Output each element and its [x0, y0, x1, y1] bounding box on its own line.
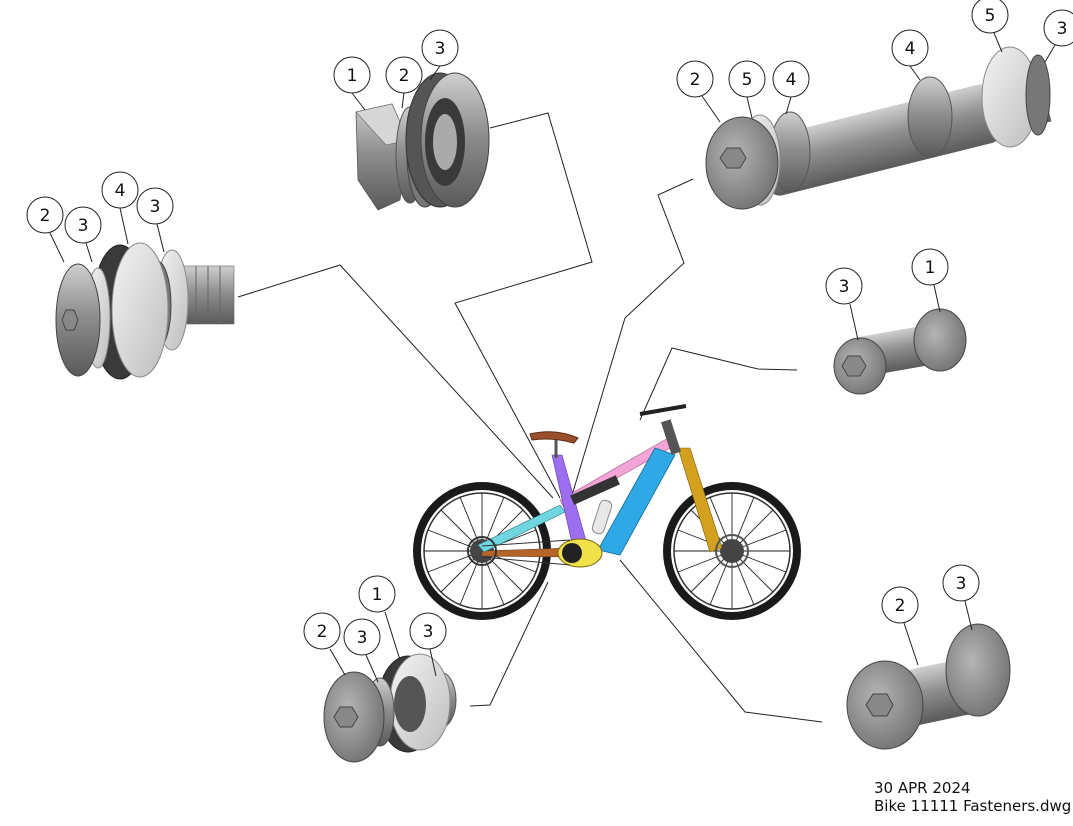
down-tube	[597, 447, 676, 556]
balloon: 3	[825, 267, 863, 305]
svg-text:3: 3	[150, 197, 161, 217]
mid-right-short-bolt	[833, 308, 967, 395]
svg-text:5: 5	[742, 70, 753, 90]
svg-text:4: 4	[786, 70, 797, 90]
nut-flange	[945, 623, 1011, 717]
svg-text:1: 1	[925, 258, 936, 278]
drawing-date: 30 APR 2024	[874, 779, 971, 797]
chain	[481, 539, 571, 566]
balloon: 3	[64, 206, 102, 244]
balloon: 3	[1043, 9, 1073, 47]
svg-text:3: 3	[956, 574, 967, 594]
svg-text:2: 2	[895, 596, 906, 616]
balloon: 3	[421, 29, 459, 67]
balloon: 4	[772, 60, 810, 98]
svg-text:3: 3	[435, 39, 446, 59]
bottom-left-bearing-stack	[323, 653, 457, 763]
leader-top-center	[454, 112, 593, 499]
balloon: 2	[881, 586, 919, 624]
balloon: 3	[942, 564, 980, 602]
svg-text:3: 3	[423, 622, 434, 642]
svg-text:2: 2	[399, 66, 410, 86]
cassette	[467, 536, 497, 566]
svg-text:2: 2	[690, 70, 701, 90]
flange-head	[323, 671, 385, 763]
spacer-right-4	[907, 76, 953, 158]
svg-text:5: 5	[985, 6, 996, 26]
saddle	[529, 431, 579, 444]
drawing-filename: Bike 11111 Fasteners.dwg	[874, 797, 1072, 815]
balloon: 4	[101, 171, 139, 209]
bottom-right-bolt	[846, 623, 1011, 750]
water-bottle	[591, 499, 613, 535]
svg-text:3: 3	[78, 216, 89, 236]
bearing	[405, 72, 490, 208]
svg-text:3: 3	[1057, 19, 1068, 39]
balloon: 1	[358, 575, 396, 613]
flange-head	[55, 263, 101, 377]
nut-flange	[913, 308, 967, 372]
hex-nut	[355, 103, 409, 211]
handlebar	[639, 404, 687, 416]
leader-top-right	[569, 178, 694, 503]
leader-left	[237, 264, 554, 499]
balloon: 5	[728, 60, 766, 98]
svg-text:4: 4	[905, 39, 916, 59]
svg-text:2: 2	[40, 206, 51, 226]
balloon: 1	[333, 56, 371, 94]
e-bike	[413, 404, 801, 620]
rear-shock	[570, 475, 620, 505]
svg-text:3: 3	[357, 628, 368, 648]
balloon: 3	[343, 618, 381, 656]
left-bearing-stack	[55, 242, 235, 380]
svg-text:4: 4	[115, 181, 126, 201]
svg-text:2: 2	[317, 622, 328, 642]
leader-mid-right	[639, 347, 798, 421]
seat-tube	[551, 454, 589, 553]
front-wheel	[663, 482, 801, 620]
top-center-bearing-stack	[355, 72, 490, 211]
balloons: 1 2 3 2 5 4 4 5 3 2 3 4 3 3 1 1	[26, 0, 1073, 683]
leader-lines	[237, 112, 823, 723]
svg-text:3: 3	[839, 277, 850, 297]
svg-text:1: 1	[372, 585, 383, 605]
head-tube	[660, 419, 682, 455]
balloon: 2	[26, 196, 64, 234]
balloon: 2	[303, 612, 341, 650]
leader-bottom-left	[469, 581, 549, 707]
balloon: 5	[971, 0, 1009, 34]
top-right-long-axle	[705, 46, 1052, 210]
balloon: 4	[891, 29, 929, 67]
balloon: 2	[676, 60, 714, 98]
balloon: 1	[911, 248, 949, 286]
leader-bottom-right	[619, 559, 823, 723]
svg-text:1: 1	[347, 66, 358, 86]
title-block: 30 APR 2024 Bike 11111 Fasteners.dwg	[874, 779, 1071, 815]
front-rotor	[715, 534, 749, 568]
balloon: 3	[136, 187, 174, 225]
axle-head	[705, 116, 779, 210]
fork	[677, 447, 723, 553]
balloon: 2	[385, 56, 423, 94]
balloon: 3	[409, 612, 447, 650]
